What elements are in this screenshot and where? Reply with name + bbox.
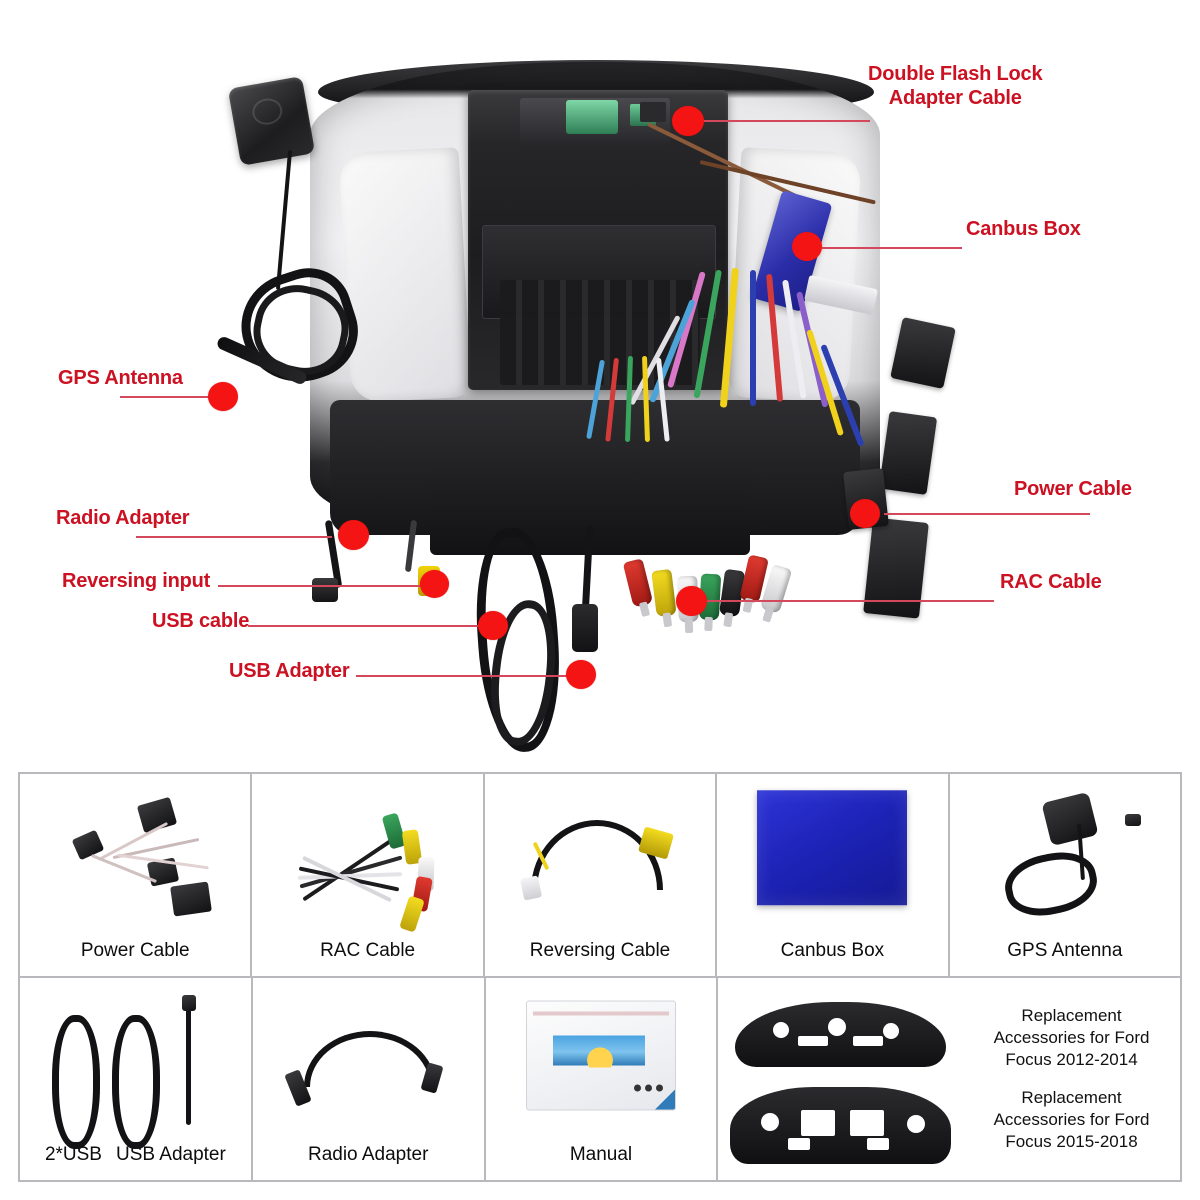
double-flash-lock-plug [640, 102, 666, 122]
leader-line-reversing-input [218, 585, 424, 587]
parts-caption-gps-antenna: GPS Antenna [1007, 940, 1123, 961]
radio-adapter-illustration [253, 978, 484, 1144]
leader-line-canbus-box [822, 247, 962, 249]
main-photo-diagram: Double Flash Lock Adapter Cable Canbus B… [0, 0, 1200, 770]
canbus-box-illustration [717, 774, 947, 940]
parts-caption-2-usb: 2*USB [44, 1144, 102, 1165]
leader-line-usb-adapter [356, 675, 568, 677]
replacement-b-line2: Accessories for Ford [993, 1110, 1150, 1130]
callout-line-2: Adapter Cable [888, 87, 1022, 110]
leader-line-gps-antenna [120, 396, 212, 398]
rac-cable-illustration [252, 774, 482, 940]
parts-cell-radio-adapter: Radio Adapter [253, 978, 486, 1180]
marker-dot-canbus-box [792, 232, 822, 261]
manual-illustration [486, 978, 717, 1144]
marker-dot-gps-antenna [208, 382, 238, 411]
parts-caption-rac-cable: RAC Cable [320, 940, 416, 961]
power-cable-connector [878, 411, 938, 495]
replacement-b-line1: Replacement [1021, 1088, 1122, 1107]
parts-table-row-1: Power Cable RAC Cable [20, 774, 1180, 978]
leader-line-double-flash-lock [700, 120, 870, 122]
leader-line-radio-adapter [136, 536, 332, 538]
parts-cell-gps-antenna: GPS Antenna [950, 774, 1180, 976]
power-cable-connector [890, 317, 956, 389]
rca-connector-red [622, 558, 654, 608]
gps-antenna-puck [227, 76, 316, 166]
marker-dot-radio-adapter [338, 520, 369, 550]
replacement-panel-captions: Replacement Accessories for Ford Focus 2… [965, 989, 1177, 1170]
leader-line-usb-cable [248, 625, 480, 627]
parts-cell-usb-items: 2*USB USB Adapter [20, 978, 253, 1180]
parts-caption-radio-adapter: Radio Adapter [307, 1144, 429, 1165]
replacement-a-line1: Replacement [1021, 1005, 1122, 1025]
dash-panel-2012-2014 [735, 1002, 947, 1067]
marker-dot-double-flash-lock [672, 106, 704, 136]
dashboard-assembly-photo [0, 0, 1200, 770]
radio-adapter-plug [312, 578, 338, 602]
callout-line-1: Double Flash Lock [868, 63, 1043, 85]
parts-cell-reversing-cable: Reversing Cable [485, 774, 718, 976]
callout-label-usb-cable: USB cable [152, 610, 250, 632]
parts-caption-reversing-cable: Reversing Cable [529, 940, 671, 961]
power-cable-connector [863, 517, 929, 619]
rca-connector-yellow [651, 568, 677, 618]
reversing-cable-illustration [485, 774, 715, 940]
marker-dot-usb-adapter [566, 660, 596, 689]
gps-antenna-wire [275, 150, 293, 290]
marker-dot-rac-cable [676, 586, 707, 616]
replacement-a-line2: Accessories for Ford [993, 1027, 1150, 1047]
canbus-box-shape [757, 790, 908, 906]
parts-caption-row-usb: 2*USB USB Adapter [45, 1144, 226, 1170]
manual-booklet [525, 1000, 676, 1111]
marker-dot-usb-cable [478, 611, 508, 640]
callout-label-rac-cable: RAC Cable [1000, 571, 1102, 593]
dash-panel-2015-2018 [730, 1087, 952, 1164]
replacement-panel-illustration [721, 978, 961, 1180]
leader-line-power-cable [884, 513, 1090, 515]
callout-label-power-cable: Power Cable [1014, 478, 1132, 500]
usb-items-illustration [20, 978, 251, 1149]
replacement-a-line3: Focus 2012-2014 [1005, 1049, 1138, 1069]
parts-cell-replacement-panels: Replacement Accessories for Ford Focus 2… [718, 978, 1180, 1180]
parts-caption-manual: Manual [569, 1144, 633, 1165]
parts-caption-usb-adapter: USB Adapter [115, 1144, 226, 1165]
leader-line-rac-cable [706, 600, 994, 602]
marker-dot-reversing-input [420, 570, 449, 598]
replacement-caption-2012-2014: Replacement Accessories for Ford Focus 2… [965, 1005, 1177, 1071]
marker-dot-power-cable [850, 499, 880, 528]
replacement-caption-2015-2018: Replacement Accessories for Ford Focus 2… [965, 1087, 1177, 1153]
power-cable-illustration [20, 774, 250, 940]
parts-cell-power-cable: Power Cable [20, 774, 253, 976]
parts-table: Power Cable RAC Cable [18, 772, 1182, 1182]
harness-wire [750, 270, 756, 406]
parts-caption-power-cable: Power Cable [80, 940, 190, 961]
callout-label-double-flash-lock: Double Flash Lock Adapter Cable [868, 62, 1043, 111]
dash-vent-left [338, 147, 472, 403]
callout-label-gps-antenna: GPS Antenna [58, 367, 183, 389]
parts-table-row-2: 2*USB USB Adapter Radio Adapter [20, 978, 1180, 1180]
parts-cell-manual: Manual [486, 978, 719, 1180]
green-connector [566, 100, 618, 134]
gps-antenna-illustration [950, 774, 1180, 940]
replacement-b-line3: Focus 2015-2018 [1005, 1132, 1138, 1152]
callout-label-reversing-input: Reversing input [62, 570, 211, 592]
parts-caption-canbus-box: Canbus Box [780, 940, 885, 961]
parts-cell-canbus-box: Canbus Box [717, 774, 950, 976]
callout-label-radio-adapter: Radio Adapter [56, 507, 190, 529]
parts-cell-rac-cable: RAC Cable [252, 774, 485, 976]
callout-label-usb-adapter: USB Adapter [229, 660, 350, 682]
callout-label-canbus-box: Canbus Box [966, 218, 1081, 240]
usb-adapter-head [572, 604, 598, 652]
